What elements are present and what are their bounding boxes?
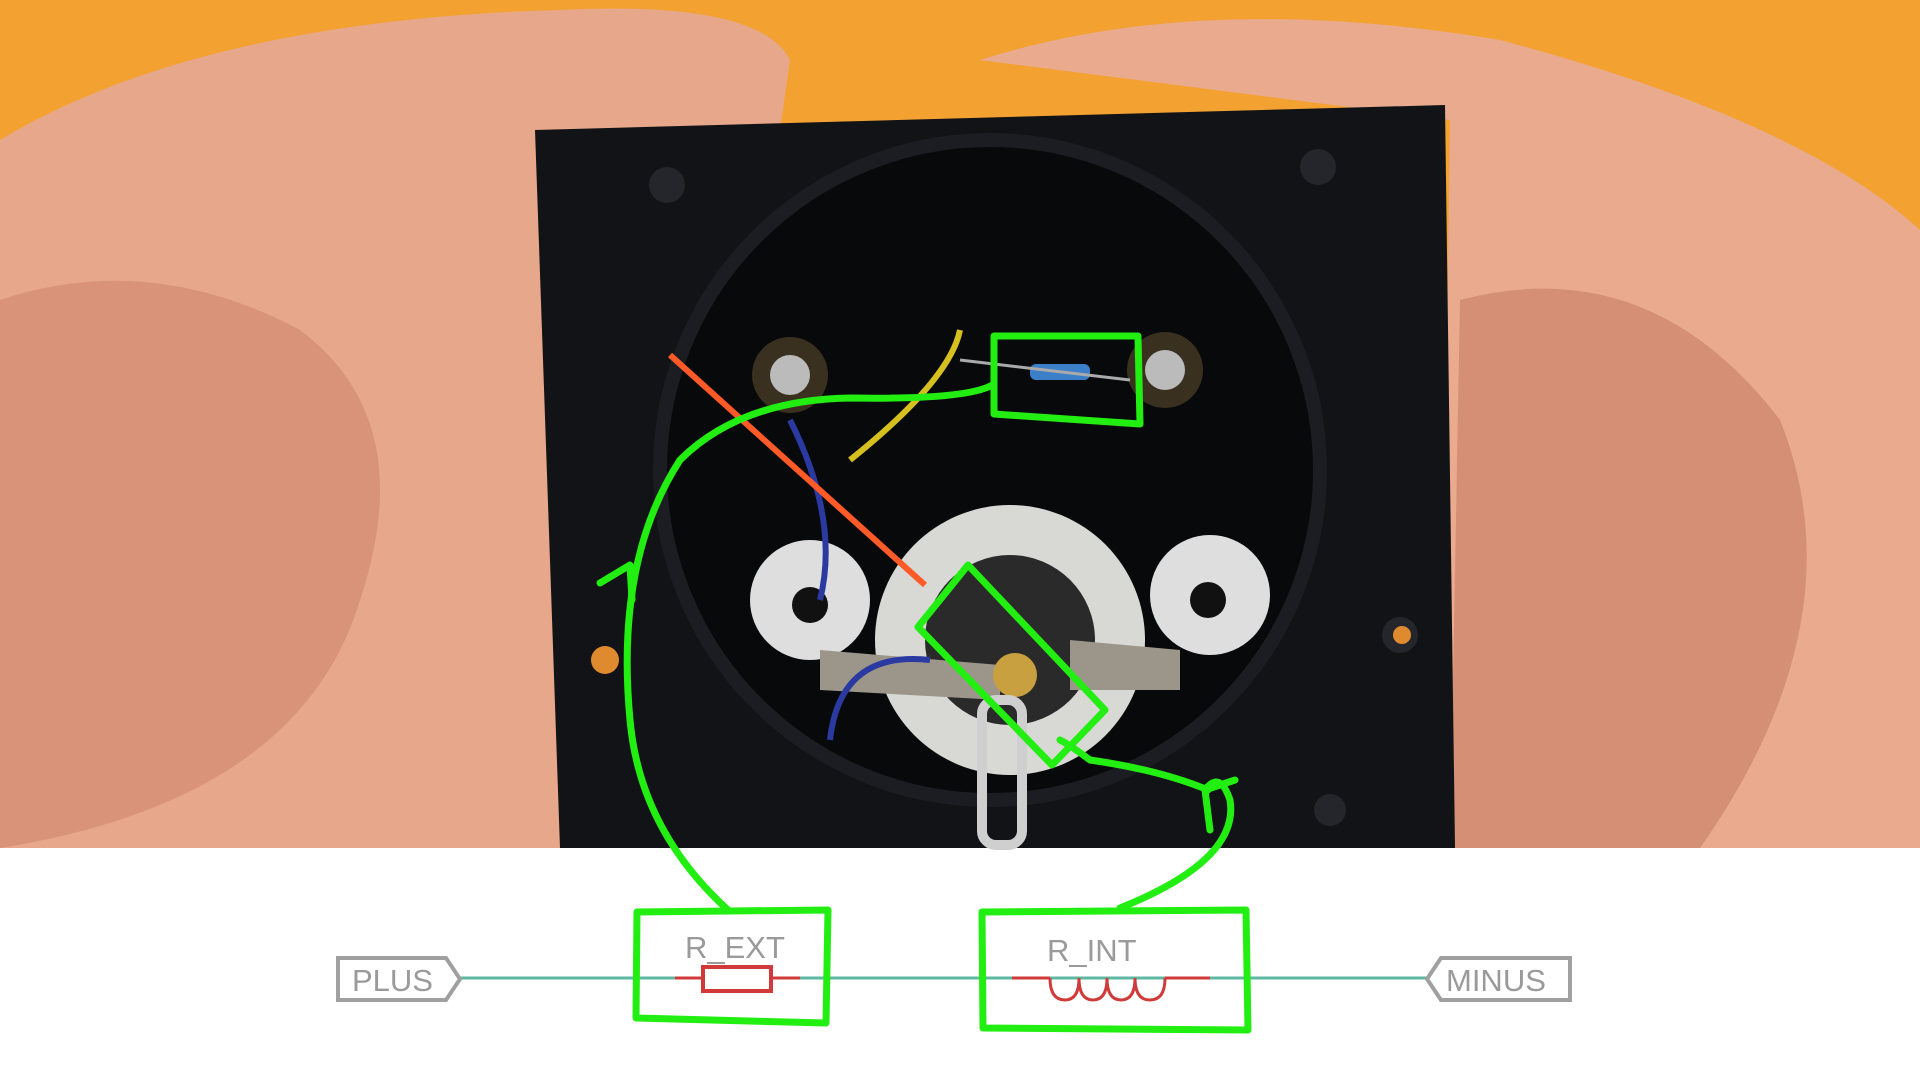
r-ext-label: R_EXT (685, 930, 785, 965)
green-annotations (596, 332, 1252, 1034)
plus-label: PLUS (352, 963, 433, 998)
minus-label: MINUS (1446, 963, 1546, 998)
r-ext-highlight-box (632, 906, 832, 1027)
meter-pointer (667, 352, 928, 588)
brass-screw (993, 653, 1037, 697)
schematic: PLUS MINUS R_EXT R_INT (336, 930, 1572, 1002)
meter-photo (0, 0, 1920, 850)
r-ext-resistor-symbol (701, 965, 773, 993)
r-int-highlight-box (978, 906, 1252, 1034)
r-int-inductor-symbol (1048, 977, 1167, 1002)
plus-port (336, 956, 463, 1002)
r-int-label: R_INT (1047, 933, 1137, 968)
coil-highlight-box (914, 561, 1109, 769)
r-ext-connector-arrow (623, 380, 998, 914)
minus-port (1424, 956, 1572, 1002)
